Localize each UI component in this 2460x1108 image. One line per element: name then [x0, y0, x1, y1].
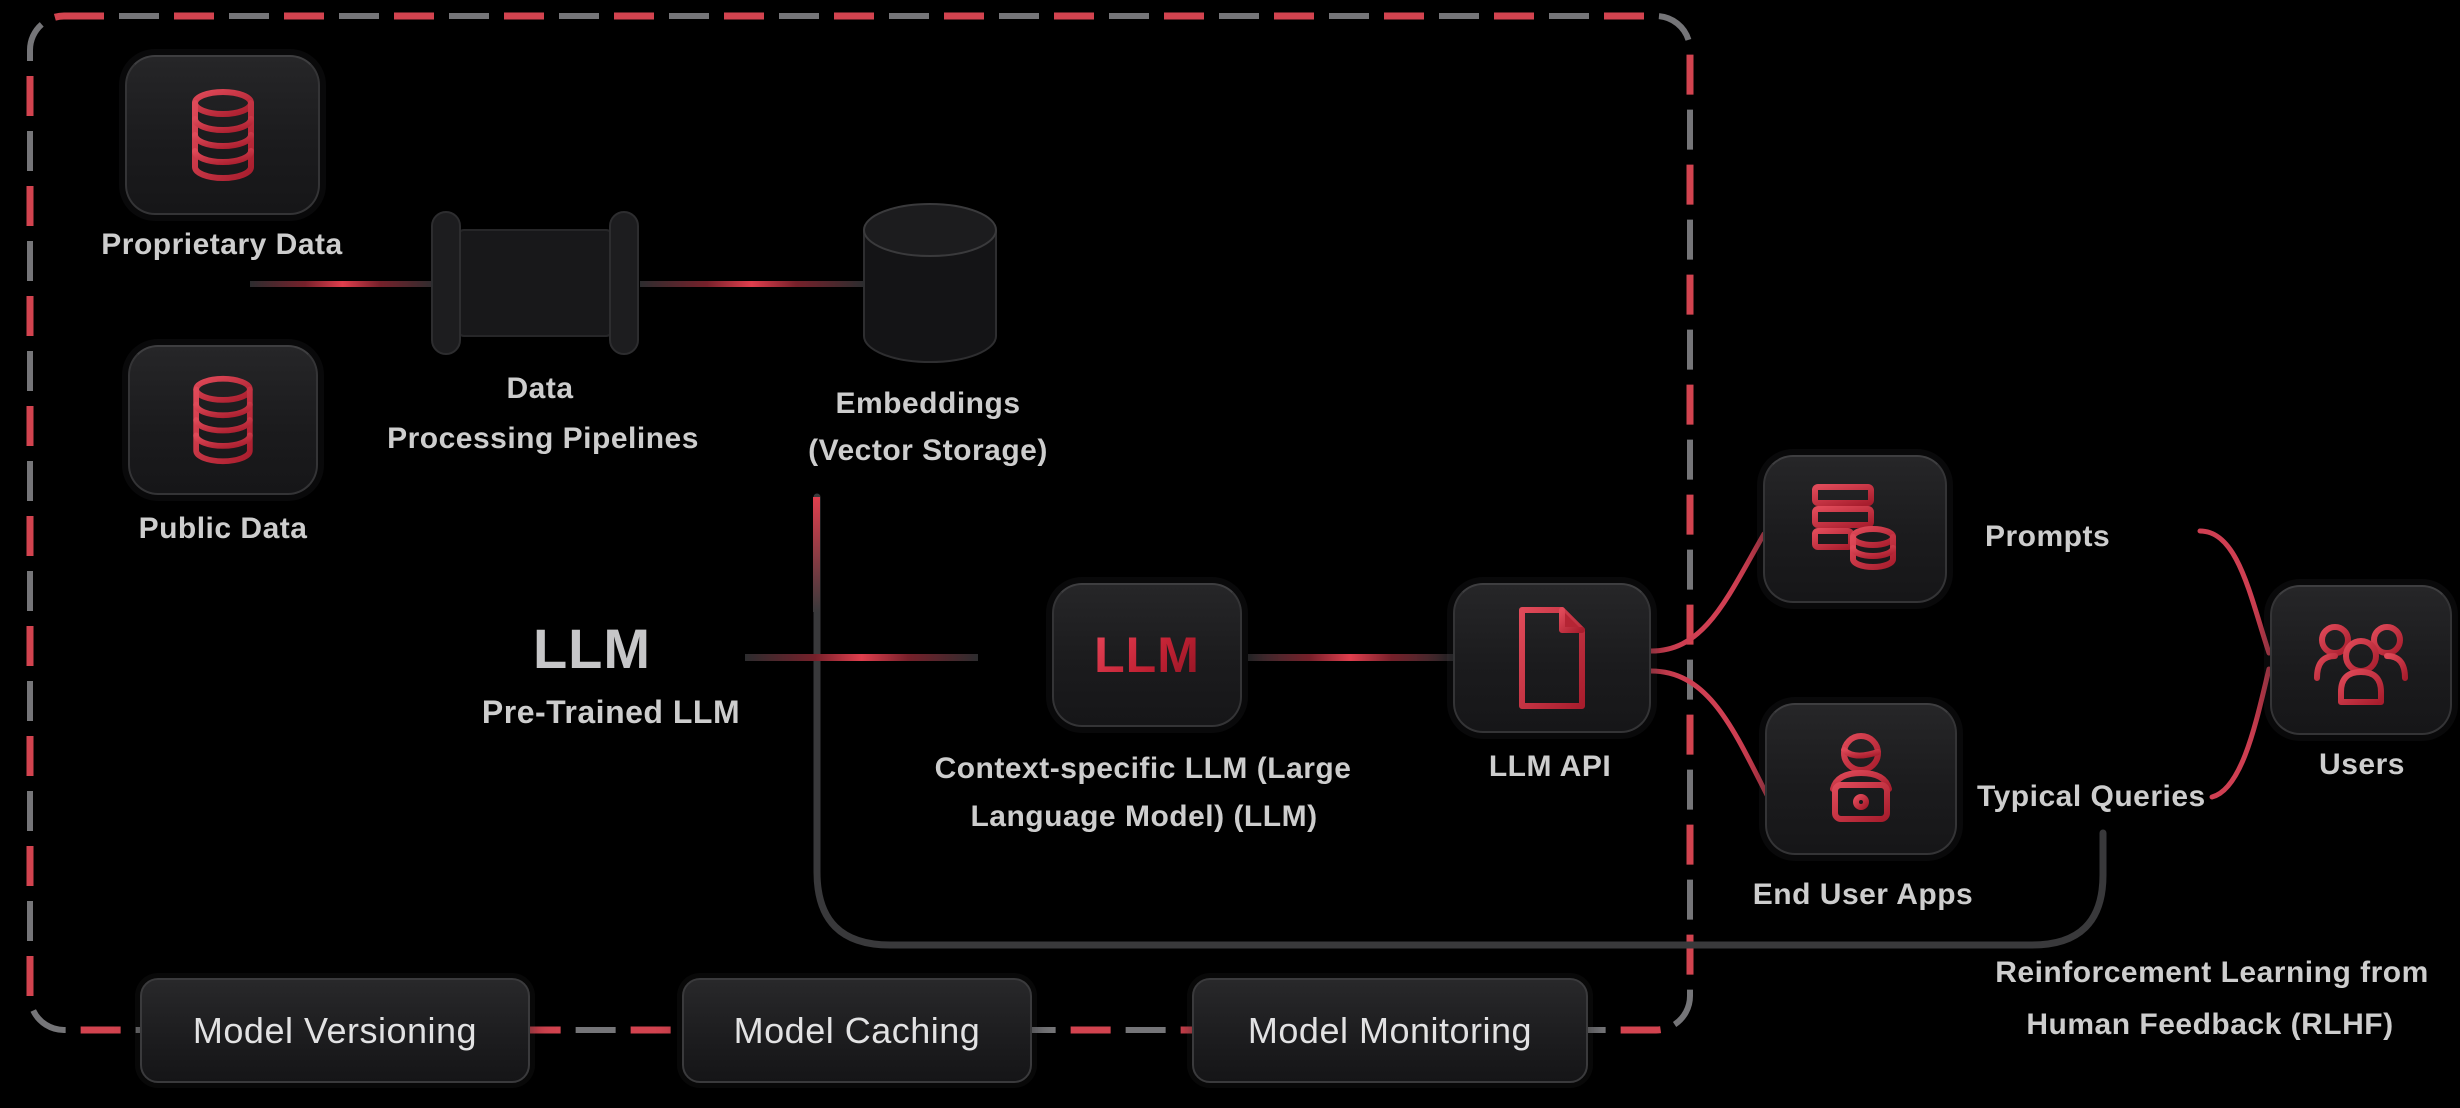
data-processing-label-line2: Processing Pipelines	[387, 422, 699, 455]
prompts-label: Prompts	[1985, 520, 2111, 553]
branch-api-to-prompts	[1648, 531, 1767, 654]
context-llm-label-line2: Language Model) (LLM)	[970, 800, 1318, 833]
llm-api-label: LLM API	[1488, 750, 1612, 783]
pill-model-caching: Model Caching	[682, 978, 1032, 1083]
public-data-label: Public Data	[138, 512, 308, 545]
proprietary-data-label: Proprietary Data	[101, 228, 343, 261]
public-data-box	[128, 345, 318, 495]
users-label: Users	[2319, 748, 2405, 781]
person-laptop-icon	[1830, 733, 1892, 822]
context-llm-label-line1: Context-specific LLM (Large	[934, 752, 1352, 785]
document-icon	[1519, 607, 1585, 709]
embeddings-label-line2: (Vector Storage)	[808, 434, 1048, 467]
pill-model-versioning: Model Versioning	[140, 978, 530, 1083]
embeddings-label-line1: Embeddings	[835, 387, 1021, 420]
data-processing-label-line1: Data	[506, 372, 574, 405]
storage-cylinder-icon	[863, 203, 997, 363]
typical-queries-label: Typical Queries	[1977, 780, 2206, 813]
pill-model-monitoring: Model Monitoring	[1192, 978, 1588, 1083]
wire-context-to-api	[1248, 654, 1453, 661]
proprietary-data-box	[125, 55, 320, 215]
branch-api-to-apps	[1648, 668, 1770, 798]
prompts-box	[1763, 455, 1947, 603]
users-box	[2270, 585, 2452, 735]
rlhf-label-line1: Reinforcement Learning from	[1995, 956, 2429, 989]
context-llm-box-text: LLM	[1094, 627, 1200, 683]
database-icon	[193, 375, 253, 465]
rlhf-label-line2: Human Feedback (RLHF)	[2026, 1008, 2394, 1041]
context-llm-box: LLM	[1052, 583, 1242, 727]
database-icon	[191, 89, 254, 181]
embeddings-drop-line	[813, 497, 820, 612]
brace-prompts-to-users	[2197, 528, 2272, 656]
users-icon	[2314, 624, 2408, 705]
wire-pretrained-to-context	[745, 654, 978, 661]
prompt-stack-icon	[1812, 484, 1896, 570]
end-user-apps-label: End User Apps	[1752, 878, 1974, 911]
brace-queries-to-users	[2209, 666, 2272, 800]
pipeline-icon	[431, 211, 639, 355]
end-user-apps-box	[1765, 703, 1957, 855]
pre-trained-llm-big-text: LLM	[532, 617, 652, 680]
llm-api-box	[1453, 583, 1651, 733]
wire-pipeline-to-embeddings	[640, 281, 863, 287]
wire-data-to-pipeline	[250, 281, 435, 287]
pre-trained-llm-label: Pre-Trained LLM	[481, 694, 741, 730]
feedback-loop-line	[813, 493, 2107, 949]
